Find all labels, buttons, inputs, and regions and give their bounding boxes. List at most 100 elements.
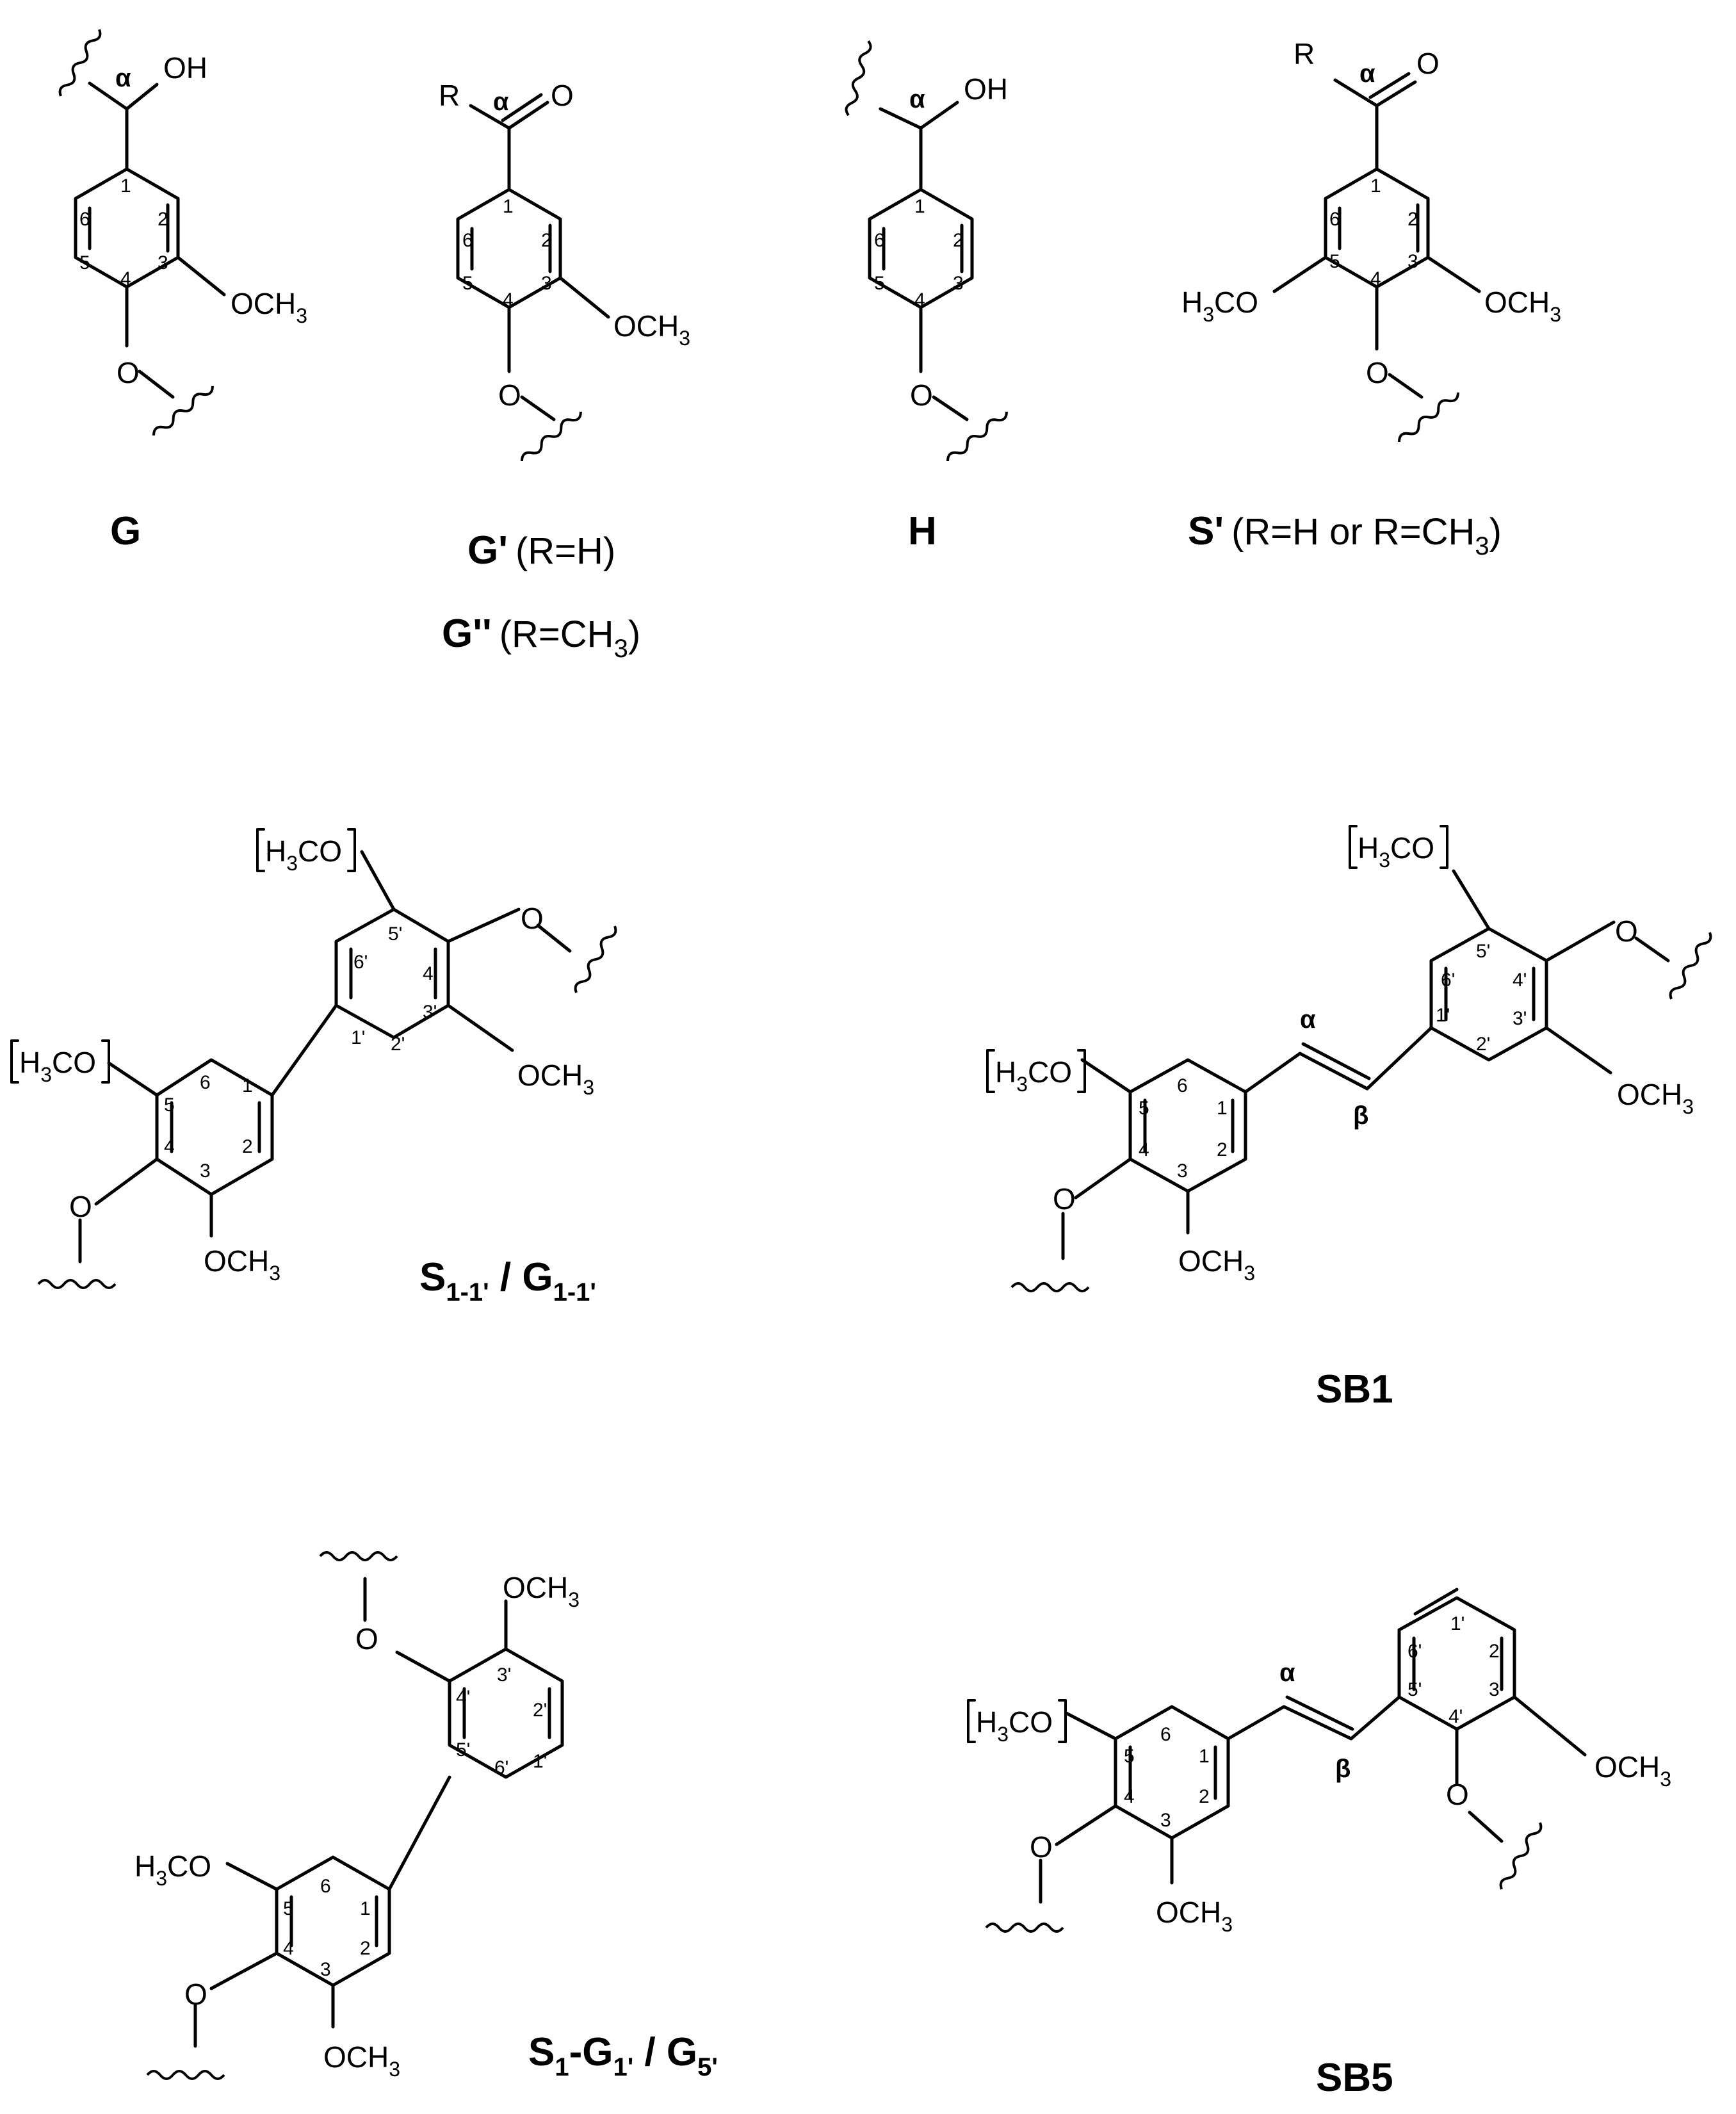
sb5-a-pos-4: 4 xyxy=(1124,1786,1135,1807)
sb1-ether-o-b: O xyxy=(1615,915,1638,948)
structure-s1g1-g5: H3CO OCH3 OCH3 O O 1 2 3 4 5 6 1' 2' 3' … xyxy=(134,1551,718,2081)
gp-pos-4: 4 xyxy=(503,289,514,311)
sg-b-pos-5: 5' xyxy=(456,1739,470,1760)
structure-s-prime: R α O 1 2 3 4 5 6 OCH3 H3CO O S'(R=H or … xyxy=(1181,37,1561,560)
sb5-och3-a: OCH3 xyxy=(1156,1896,1233,1936)
sb5-a-pos-6: 6 xyxy=(1160,1724,1171,1745)
structure-g-prime: R α O 1 2 3 4 5 6 OCH3 O G'(R=H) G''(R=C… xyxy=(439,79,690,663)
sg-b-pos-2: 2' xyxy=(533,1700,547,1721)
s11-bracket-h3co-a: H3CO xyxy=(19,1046,96,1086)
sb1-title: SB1 xyxy=(1316,1367,1393,1411)
h-alpha: α xyxy=(909,85,925,113)
sb5-beta: β xyxy=(1335,1755,1351,1783)
sb5-a-pos-3: 3 xyxy=(1160,1810,1171,1831)
s11-a-pos-4: 4 xyxy=(164,1136,175,1157)
sb5-ether-o-b: O xyxy=(1446,1778,1469,1811)
sp-pos-2: 2 xyxy=(1407,209,1418,230)
sb1-a-pos-4: 4 xyxy=(1139,1139,1149,1160)
sp-h3co: H3CO xyxy=(1181,286,1258,326)
s11-a-pos-2: 2 xyxy=(242,1136,253,1157)
sp-pos-6: 6 xyxy=(1329,209,1340,230)
s11-b-pos-4: 4' xyxy=(423,963,437,984)
sb1-b-pos-1: 1' xyxy=(1436,1005,1450,1026)
sb1-bracket-h3co-b: H3CO xyxy=(1358,831,1434,872)
s11-och3-a: OCH3 xyxy=(204,1244,280,1285)
g-pos-3: 3 xyxy=(158,252,168,273)
sb1-beta: β xyxy=(1353,1102,1368,1130)
sb5-b-pos-4: 4' xyxy=(1448,1706,1463,1727)
sb1-bracket-h3co-a: H3CO xyxy=(995,1055,1072,1096)
sg-a-pos-3: 3 xyxy=(320,1959,331,1980)
sg-a-pos-1: 1 xyxy=(360,1898,371,1919)
s11-ether-o-a: O xyxy=(69,1190,92,1223)
sp-och3: OCH3 xyxy=(1484,286,1561,326)
structure-g: α OH 1 2 3 4 5 6 OCH3 O G xyxy=(56,26,307,553)
sb1-ether-o-a: O xyxy=(1053,1182,1076,1216)
sg-och3-b: OCH3 xyxy=(503,1571,580,1611)
sg-b-pos-6: 6' xyxy=(494,1757,508,1778)
sb1-b-pos-6: 6' xyxy=(1441,970,1455,991)
sb5-ether-o-a: O xyxy=(1030,1830,1053,1864)
gp-pos-1: 1 xyxy=(503,196,514,217)
gp-pos-3: 3 xyxy=(541,273,552,294)
g-alpha: α xyxy=(115,64,131,92)
g-pos-2: 2 xyxy=(158,209,168,230)
s11-a-pos-6: 6 xyxy=(200,1072,211,1093)
sb1-a-pos-6: 6 xyxy=(1177,1075,1188,1096)
gp-r: R xyxy=(439,79,460,112)
gp-pos-6: 6 xyxy=(462,230,473,251)
g-title: G xyxy=(110,509,141,553)
h-pos-3: 3 xyxy=(953,273,964,294)
h-title: H xyxy=(908,509,937,553)
sb1-och3-a: OCH3 xyxy=(1178,1244,1255,1285)
sg-ether-o-a: O xyxy=(184,1978,207,2011)
s11-a-pos-5: 5 xyxy=(164,1094,175,1116)
sp-carbonyl-o: O xyxy=(1416,47,1440,80)
gp-ether-o: O xyxy=(498,378,521,412)
sb5-a-pos-2: 2 xyxy=(1199,1786,1210,1807)
g-oh: OH xyxy=(163,51,207,85)
sb1-b-pos-2: 2' xyxy=(1476,1034,1490,1055)
sb1-a-pos-3: 3 xyxy=(1177,1160,1188,1182)
s11-b-pos-5: 5' xyxy=(388,923,402,945)
g-pos-6: 6 xyxy=(79,209,90,230)
sp-pos-3: 3 xyxy=(1407,251,1418,272)
sb1-b-pos-4: 4' xyxy=(1513,970,1527,991)
sg-b-pos-1: 1' xyxy=(533,1751,547,1772)
sg-b-pos-3: 3' xyxy=(497,1664,511,1686)
s11-och3-b: OCH3 xyxy=(517,1059,594,1099)
structure-h: α OH 1 2 3 4 5 6 O H xyxy=(843,38,1010,553)
s11-b-pos-3: 3' xyxy=(423,1002,437,1023)
sb5-a-pos-5: 5 xyxy=(1124,1746,1135,1767)
sb5-b-pos-2: 2' xyxy=(1489,1641,1503,1662)
structure-s11-g11: H3CO H3CO OCH3 OCH3 O O 1 2 3 4 5 6 1' 2… xyxy=(10,828,620,1306)
sg-b-pos-4: 4' xyxy=(456,1687,470,1708)
h-pos-5: 5 xyxy=(874,273,885,294)
h-pos-4: 4 xyxy=(914,289,925,311)
gp-och3: OCH3 xyxy=(613,309,690,350)
gp-carbonyl-o: O xyxy=(551,79,574,112)
h-pos-6: 6 xyxy=(874,230,885,251)
sp-pos-4: 4 xyxy=(1370,268,1381,289)
s11-title: S1-1' / G1-1' xyxy=(419,1255,596,1306)
sb5-b-pos-6: 6' xyxy=(1407,1641,1422,1662)
s11-b-pos-2: 2' xyxy=(391,1034,405,1055)
structure-sb5: H3CO OCH3 OCH3 O O α β 1 2 3 4 5 6 1' 2'… xyxy=(967,1588,1671,2100)
sb1-a-pos-2: 2 xyxy=(1217,1139,1228,1160)
sb1-a-pos-1: 1 xyxy=(1217,1098,1228,1119)
gpp-title: G''(R=CH3) xyxy=(442,612,640,663)
sb5-a-pos-1: 1 xyxy=(1199,1746,1210,1767)
sb1-och3-b: OCH3 xyxy=(1617,1078,1694,1118)
sg-h3co: H3CO xyxy=(134,1850,211,1890)
h-pos-1: 1 xyxy=(914,196,925,217)
s11-bracket-h3co-b: H3CO xyxy=(265,834,342,875)
h-ether-o: O xyxy=(910,378,933,412)
h-oh: OH xyxy=(964,72,1008,106)
sb1-a-pos-5: 5 xyxy=(1139,1098,1149,1119)
sp-pos-5: 5 xyxy=(1329,251,1340,272)
g-och3: OCH3 xyxy=(231,287,307,327)
sg-title: S1-G1' / G5' xyxy=(528,2030,718,2081)
sp-title: S'(R=H or R=CH3) xyxy=(1188,509,1502,560)
s11-a-pos-3: 3 xyxy=(200,1160,211,1182)
